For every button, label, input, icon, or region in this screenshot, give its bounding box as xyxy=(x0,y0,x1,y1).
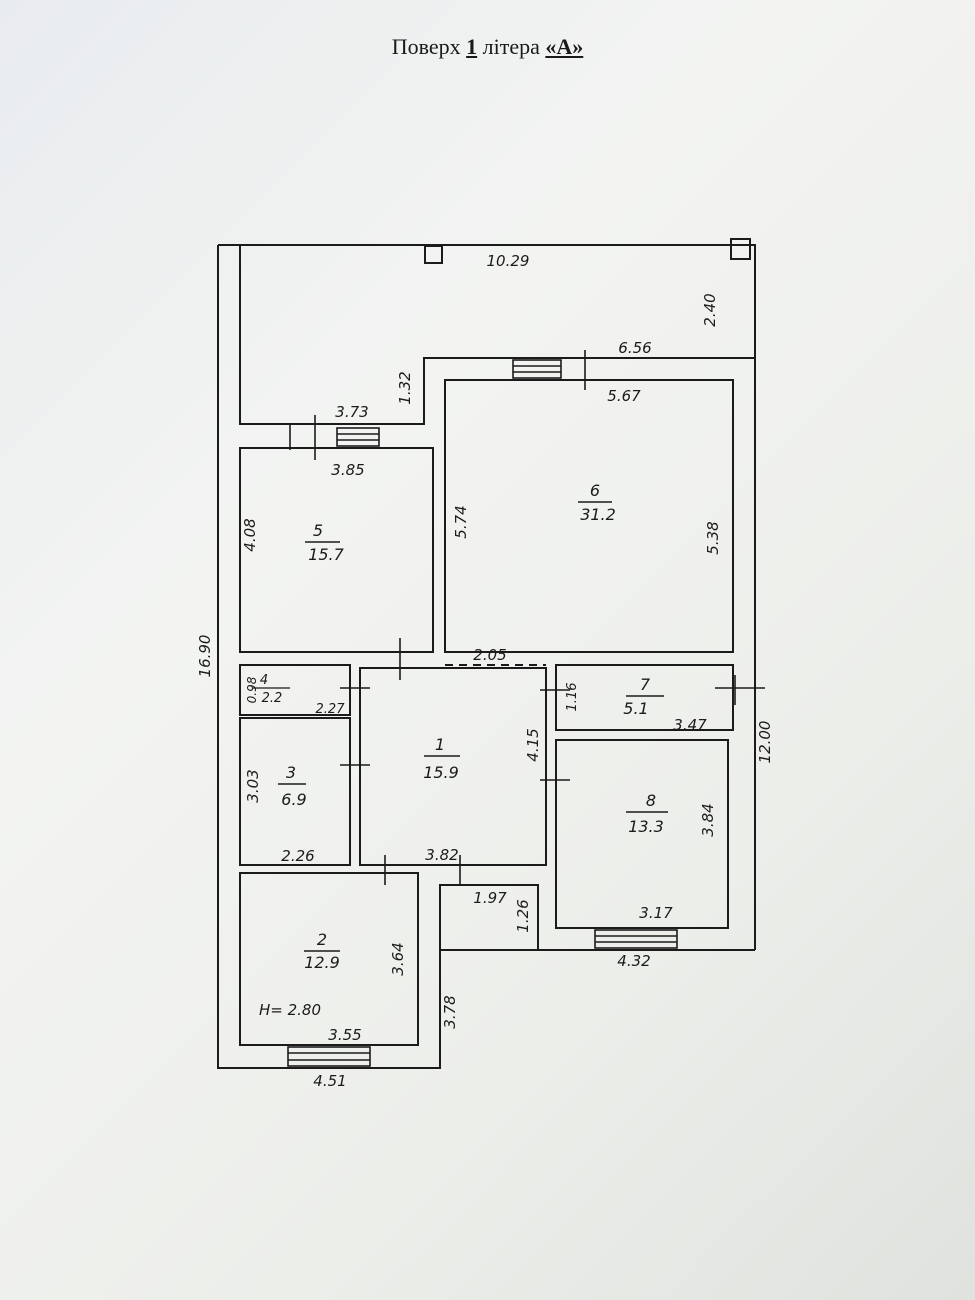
dim-room6-right: 5.38 xyxy=(704,521,722,554)
dim-room5-height: 4.08 xyxy=(241,518,259,551)
dim-room4-height: 0.98 xyxy=(245,676,259,703)
room-7-outline xyxy=(555,664,734,731)
dim-hall-height: 4.15 xyxy=(524,728,542,761)
dim-room7-width: 3.47 xyxy=(673,716,707,734)
dim-room7-height: 1.16 xyxy=(565,683,580,712)
room-5-area: 15.7 xyxy=(308,545,344,564)
room-6-number: 6 xyxy=(590,481,600,500)
title-prefix: Поверх xyxy=(391,34,467,59)
dim-total-height: 16.90 xyxy=(196,635,214,678)
page-title: Поверх 1 літера «А» xyxy=(0,34,975,60)
room-3-area: 6.9 xyxy=(281,790,306,809)
dim-room2-height: 3.64 xyxy=(389,942,407,975)
room-6-area: 31.2 xyxy=(580,505,616,524)
post-left xyxy=(424,245,443,264)
dim-room6-top-inner: 5.67 xyxy=(607,387,641,405)
room-8-outline xyxy=(555,739,729,929)
dim-hall-bottom: 3.82 xyxy=(425,846,458,864)
room-4-area: 2.2 xyxy=(262,691,283,706)
vestibule-outline xyxy=(439,884,539,951)
dim-bottom-right-width: 4.32 xyxy=(617,952,650,970)
dim-room5-top-inner: 3.85 xyxy=(331,461,364,479)
dim-room6-left: 5.74 xyxy=(452,505,470,538)
door-marks xyxy=(289,350,765,885)
room-5-number: 5 xyxy=(313,521,323,540)
room-7-area: 5.1 xyxy=(623,699,648,718)
title-middle: літера xyxy=(477,34,546,59)
room-2-area: 12.9 xyxy=(304,953,340,972)
dim-room4-width: 2.27 xyxy=(316,702,346,717)
room-1-number: 1 xyxy=(435,735,445,754)
room-2-outline xyxy=(239,872,419,1046)
dim-hall-top: 2.05 xyxy=(473,646,506,664)
outer-walls xyxy=(217,244,756,1069)
dim-vestibule-depth: 1.26 xyxy=(514,899,532,932)
room-6-outline xyxy=(444,379,734,653)
dim-room5-top-outer: 3.73 xyxy=(335,403,368,421)
room-3-number: 3 xyxy=(286,763,296,782)
dim-vestibule-width: 1.97 xyxy=(473,889,507,907)
windows xyxy=(287,359,678,1067)
room-8-area: 13.3 xyxy=(628,817,664,836)
dim-right-height: 12.00 xyxy=(756,721,774,764)
dim-room6-top-outer: 6.56 xyxy=(618,339,651,357)
dim-room3-height: 3.03 xyxy=(244,769,262,802)
dim-ceiling-height: H= 2.80 xyxy=(259,1001,321,1019)
room-4-number: 4 xyxy=(260,673,268,688)
dim-room8-height: 3.84 xyxy=(699,803,717,836)
dim-terrace-right-depth: 2.40 xyxy=(701,293,719,326)
room-8-number: 8 xyxy=(646,791,656,810)
post-right xyxy=(730,238,751,260)
dim-step-depth: 3.78 xyxy=(441,995,459,1028)
room-3-outline xyxy=(239,717,351,866)
dim-bottom-left-width: 4.51 xyxy=(313,1072,346,1090)
title-floor-number: 1 xyxy=(466,34,478,59)
room-labels: 5 15.7 6 31.2 4 2.2 3 6.9 1 15.9 7 5.1 8… xyxy=(252,481,668,972)
room-1-outline xyxy=(359,667,547,866)
dim-room8-width: 3.17 xyxy=(639,904,673,922)
dimension-labels: 10.29 2.40 6.56 5.67 1.32 3.73 3.85 4.08… xyxy=(196,252,774,1090)
room-4-outline xyxy=(239,664,351,716)
dim-room3-width: 2.26 xyxy=(281,847,314,865)
dim-terrace-step: 1.32 xyxy=(396,371,414,404)
dim-room2-width: 3.55 xyxy=(328,1026,361,1044)
title-letter: «А» xyxy=(545,34,584,59)
dim-top-terrace-width: 10.29 xyxy=(487,252,530,270)
room-1-area: 15.9 xyxy=(423,763,459,782)
room-5-outline xyxy=(239,447,434,653)
room-2-number: 2 xyxy=(317,930,327,949)
room-7-number: 7 xyxy=(640,675,651,694)
